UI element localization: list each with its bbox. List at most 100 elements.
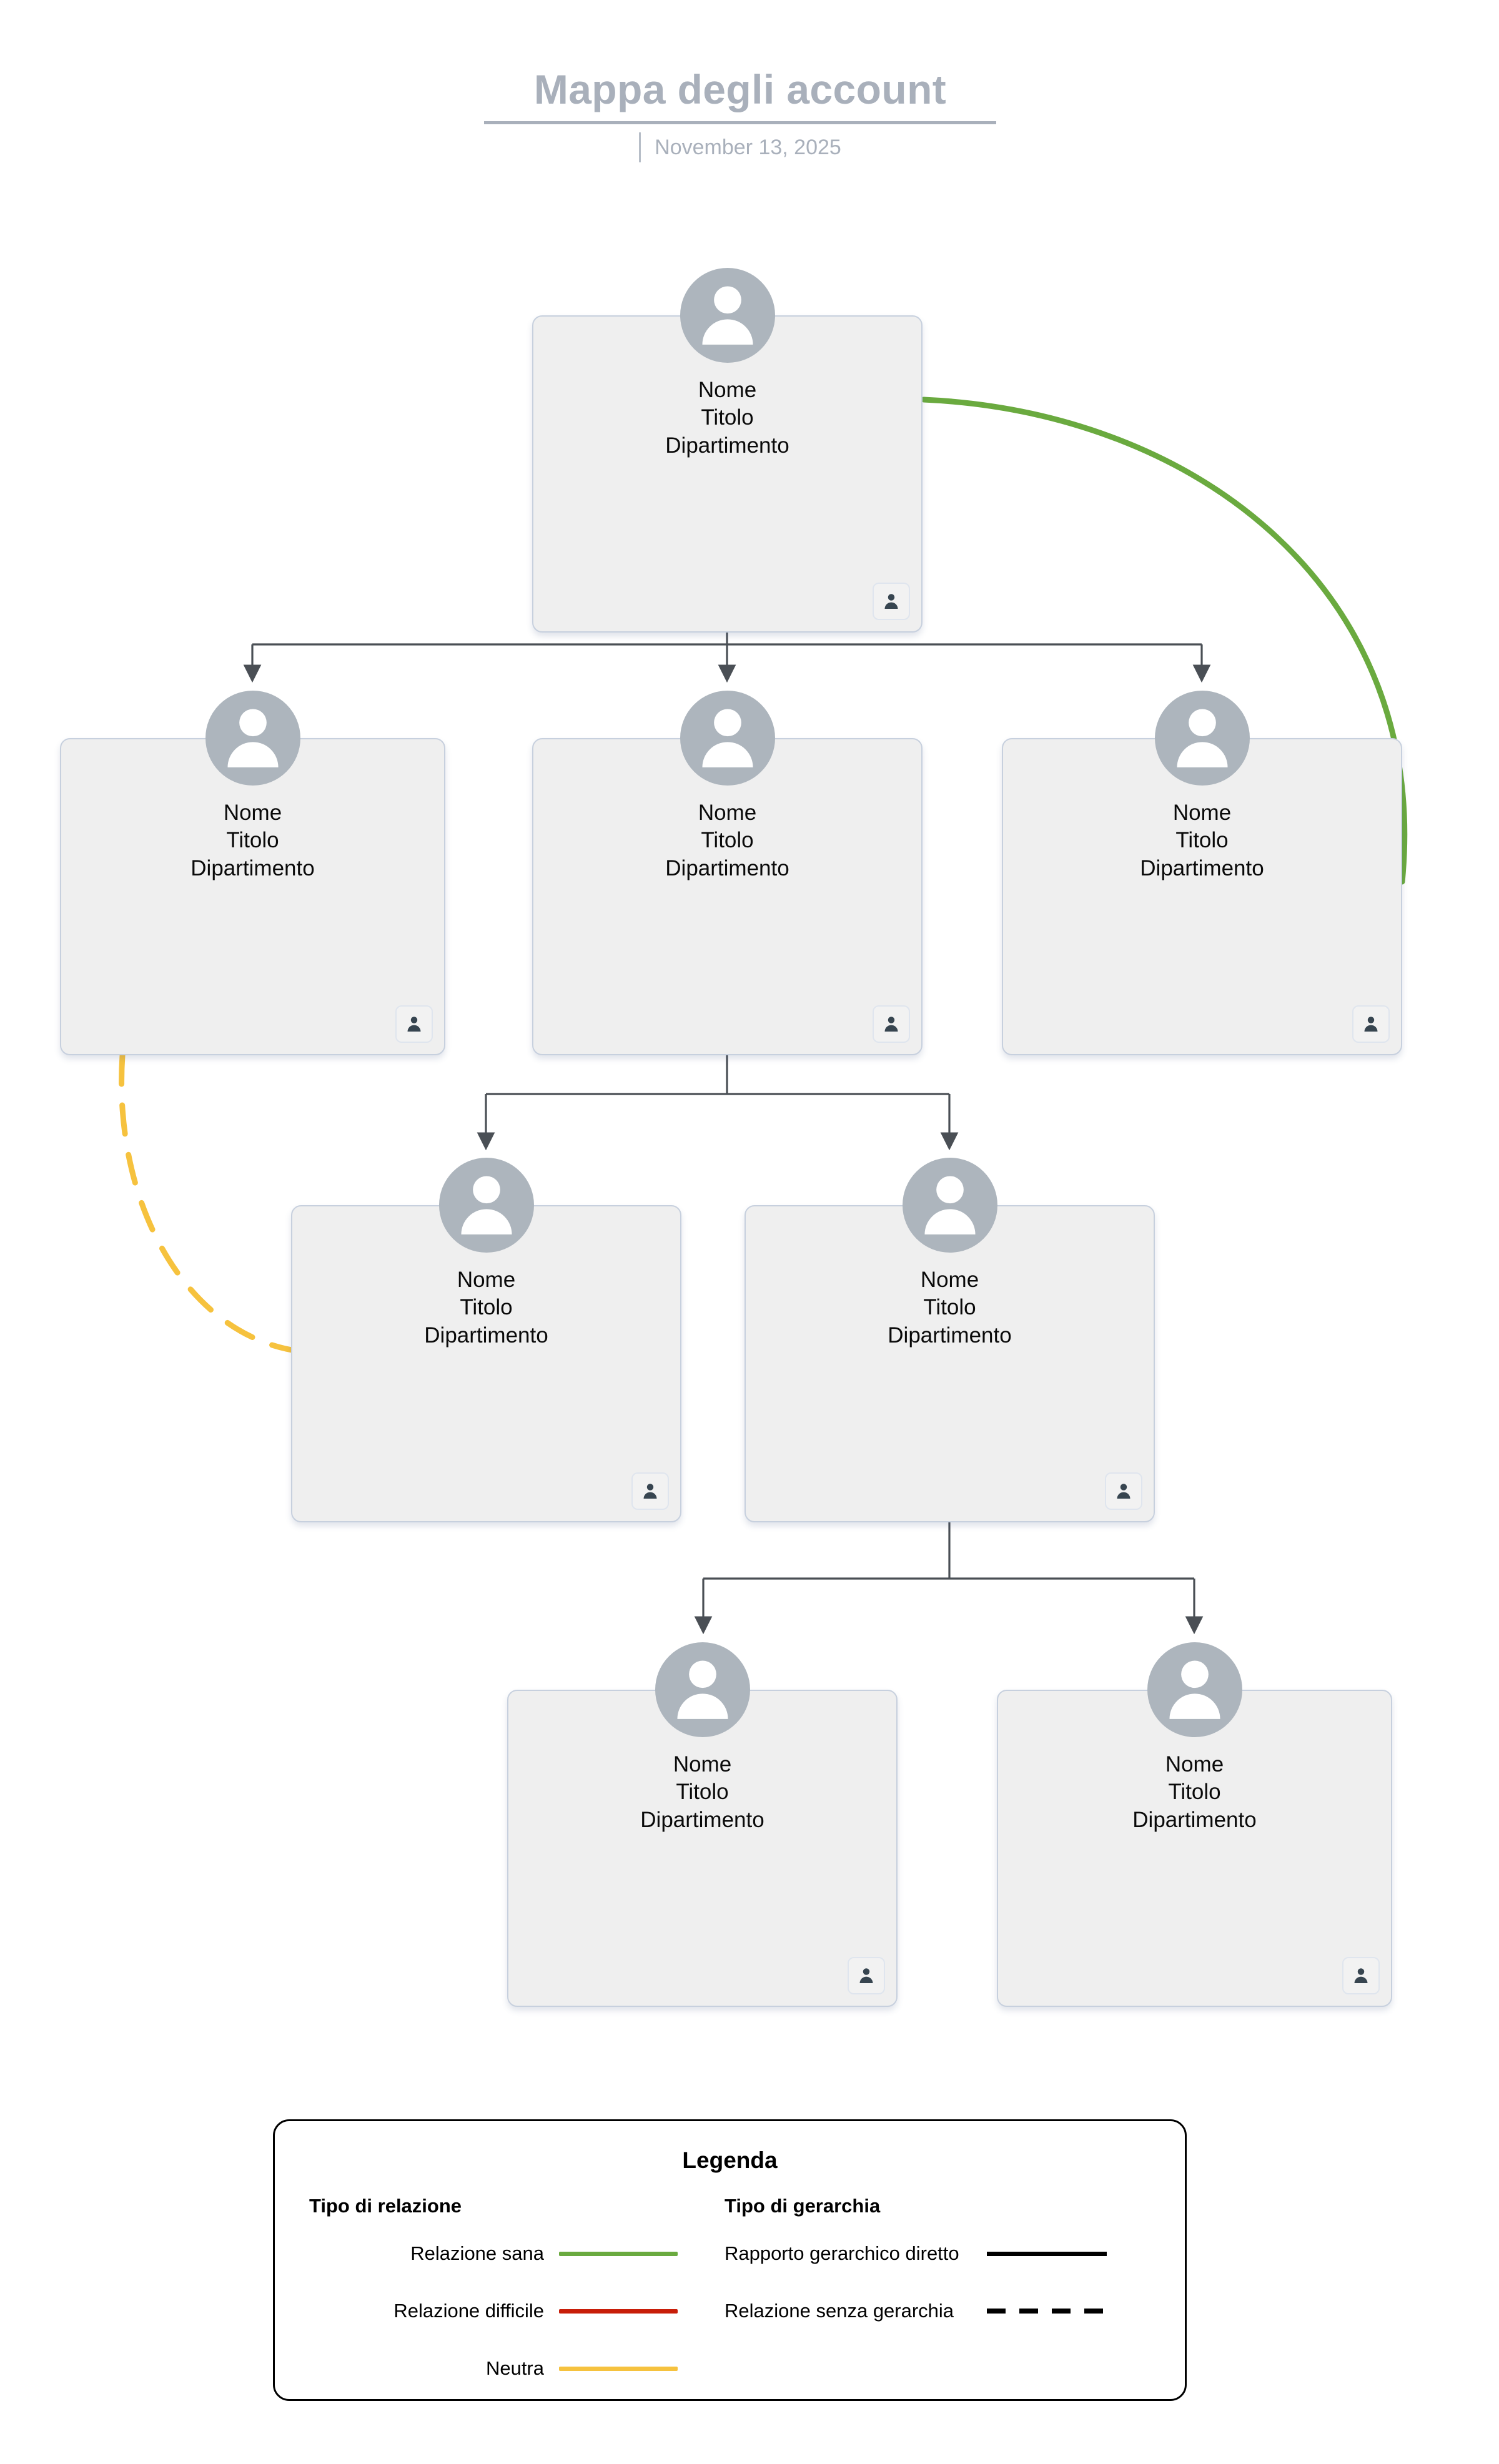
node-name: Nome	[223, 801, 282, 825]
legend-item-no-hierarchy: Relazione senza gerarchia	[725, 2282, 1155, 2340]
person-icon	[884, 1017, 898, 1032]
node-card-text: Nome Titolo Dipartimento	[533, 799, 921, 882]
node-contact-badge[interactable]	[873, 1005, 910, 1043]
legend-item-neutral: Neutra	[309, 2340, 709, 2397]
node-card-text: Nome Titolo Dipartimento	[1003, 799, 1401, 882]
legend-item-label: Relazione sana	[410, 2242, 544, 2265]
title-underline-rule	[484, 121, 996, 124]
legend-column-hierarchy: Tipo di gerarchia Rapporto gerarchico di…	[725, 2195, 1155, 2340]
node-card[interactable]: Nome Titolo Dipartimento	[291, 1205, 681, 1522]
edge-n3-children	[477, 1055, 959, 1151]
legend-item-label: Relazione difficile	[393, 2300, 544, 2322]
node-name: Nome	[673, 1752, 732, 1777]
avatar-person-icon	[460, 1176, 512, 1234]
node-title: Titolo	[676, 1780, 729, 1805]
title-block: Mappa degli account	[484, 69, 996, 124]
legend-panel: Legenda Tipo di relazione Relazione sana…	[273, 2119, 1187, 2401]
node-name: Nome	[457, 1268, 516, 1292]
node-avatar	[680, 691, 775, 786]
node-title: Titolo	[1168, 1780, 1221, 1805]
legend-item-label: Rapporto gerarchico diretto	[725, 2242, 959, 2265]
legend-item-direct-report: Rapporto gerarchico diretto	[725, 2225, 1155, 2282]
person-icon	[407, 1017, 421, 1032]
avatar-person-icon	[924, 1176, 976, 1234]
avatar-person-icon	[227, 709, 279, 767]
node-contact-badge[interactable]	[848, 1957, 885, 1994]
avatar-person-icon	[1176, 709, 1228, 767]
edge-neutral-n2-n5	[119, 1052, 303, 1354]
date-row: November 13, 2025	[484, 132, 996, 162]
node-contact-badge[interactable]	[1105, 1472, 1142, 1510]
person-icon	[1354, 1968, 1368, 1984]
node-avatar	[1154, 691, 1250, 786]
node-card[interactable]: Nome Titolo Dipartimento	[60, 738, 445, 1055]
legend-swatch-healthy	[559, 2251, 678, 2256]
node-avatar	[205, 691, 300, 786]
node-card-text: Nome Titolo Dipartimento	[292, 1266, 680, 1349]
node-title: Titolo	[226, 828, 279, 853]
node-department: Dipartimento	[888, 1323, 1012, 1348]
page-header: Mappa degli account November 13, 2025	[0, 0, 1499, 187]
node-department: Dipartimento	[190, 855, 315, 880]
node-card-text: Nome Titolo Dipartimento	[508, 1751, 896, 1834]
node-department: Dipartimento	[1132, 1807, 1257, 1832]
node-card-text: Nome Titolo Dipartimento	[61, 799, 444, 882]
legend-item-healthy: Relazione sana	[309, 2225, 709, 2282]
page-title: Mappa degli account	[533, 66, 947, 112]
node-department: Dipartimento	[1140, 855, 1264, 880]
date-separator-bar	[639, 132, 641, 162]
legend-item-difficult: Relazione difficile	[309, 2282, 709, 2340]
avatar-person-icon	[1169, 1660, 1220, 1719]
node-avatar	[655, 1642, 750, 1737]
person-icon	[884, 594, 898, 609]
node-contact-badge[interactable]	[873, 583, 910, 620]
legend-heading-relationship: Tipo di relazione	[309, 2195, 462, 2217]
node-title: Titolo	[701, 405, 754, 430]
person-icon	[1117, 1484, 1130, 1499]
node-card-text: Nome Titolo Dipartimento	[746, 1266, 1154, 1349]
node-avatar	[680, 268, 775, 363]
avatar-person-icon	[676, 1660, 728, 1719]
node-department: Dipartimento	[665, 855, 789, 880]
node-avatar	[438, 1158, 534, 1253]
avatar-person-icon	[701, 709, 753, 767]
node-card-text: Nome Titolo Dipartimento	[533, 377, 921, 460]
person-icon	[643, 1484, 657, 1499]
node-name: Nome	[920, 1268, 979, 1292]
node-card[interactable]: Nome Titolo Dipartimento	[1002, 738, 1402, 1055]
node-name: Nome	[1165, 1752, 1224, 1777]
avatar-person-icon	[701, 286, 753, 345]
node-contact-badge[interactable]	[1342, 1957, 1380, 1994]
node-contact-badge[interactable]	[1352, 1005, 1390, 1043]
node-title: Titolo	[460, 1295, 513, 1320]
node-name: Nome	[698, 801, 757, 825]
legend-column-relationship: Tipo di relazione Relazione sana Relazio…	[309, 2195, 709, 2397]
node-name: Nome	[698, 378, 757, 402]
node-name: Nome	[1172, 801, 1232, 825]
person-icon	[859, 1968, 873, 1984]
legend-swatch-solid-line	[987, 2251, 1107, 2256]
node-card[interactable]: Nome Titolo Dipartimento	[745, 1205, 1155, 1522]
node-contact-badge[interactable]	[395, 1005, 433, 1043]
page-date: November 13, 2025	[655, 135, 841, 159]
node-contact-badge[interactable]	[631, 1472, 669, 1510]
legend-swatch-difficult	[559, 2309, 678, 2314]
node-card[interactable]: Nome Titolo Dipartimento	[532, 738, 923, 1055]
node-title: Titolo	[1175, 828, 1229, 853]
node-card[interactable]: Nome Titolo Dipartimento	[532, 315, 923, 633]
node-card[interactable]: Nome Titolo Dipartimento	[997, 1690, 1392, 2007]
node-department: Dipartimento	[665, 433, 789, 458]
legend-heading-hierarchy: Tipo di gerarchia	[725, 2195, 881, 2217]
legend-item-label: Neutra	[485, 2357, 544, 2380]
node-title: Titolo	[701, 828, 754, 853]
legend-swatch-neutral	[559, 2366, 678, 2371]
node-title: Titolo	[923, 1295, 976, 1320]
node-card[interactable]: Nome Titolo Dipartimento	[507, 1690, 898, 2007]
node-card-text: Nome Titolo Dipartimento	[998, 1751, 1391, 1834]
legend-item-label: Relazione senza gerarchia	[725, 2300, 954, 2322]
node-avatar	[1147, 1642, 1242, 1737]
legend-swatch-dashed-line	[987, 2309, 1112, 2314]
node-department: Dipartimento	[640, 1807, 764, 1832]
node-department: Dipartimento	[424, 1323, 548, 1348]
